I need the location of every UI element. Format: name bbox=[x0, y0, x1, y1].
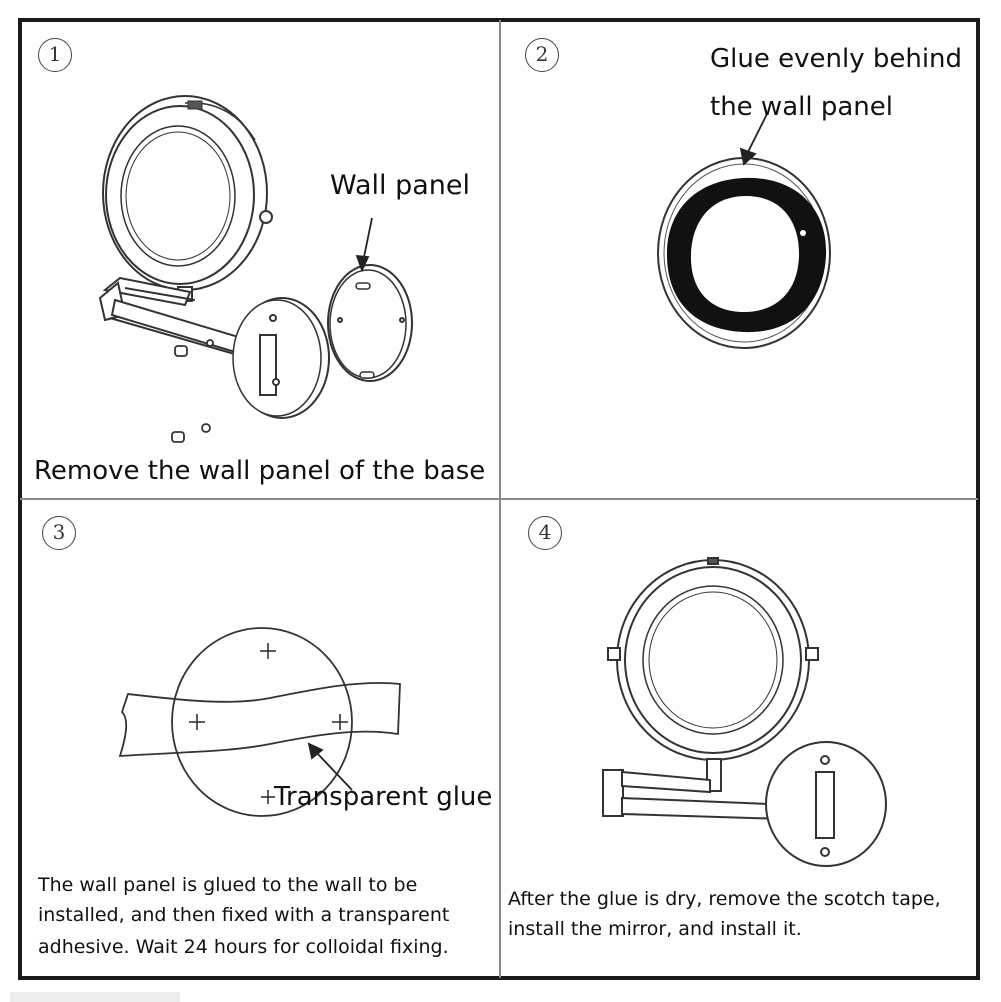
step-2-label-line2: the wall panel bbox=[710, 92, 893, 122]
screws bbox=[171, 339, 214, 443]
glue-ring-panel bbox=[657, 157, 831, 349]
step-4-caption-line1: After the glue is dry, remove the scotch… bbox=[508, 888, 941, 910]
step-3-caption-line2: installed, and then fixed with a transpa… bbox=[38, 904, 450, 926]
horizontal-divider bbox=[20, 498, 978, 500]
wall-base bbox=[232, 297, 330, 419]
step-3-caption-line3: adhesive. Wait 24 hours for colloidal fi… bbox=[38, 936, 449, 958]
wall-panel-disc bbox=[327, 264, 413, 382]
wall-panel-pointer bbox=[355, 217, 373, 273]
cropped-footer-fragment bbox=[10, 992, 180, 1002]
step-4-number: 4 bbox=[528, 516, 562, 550]
step-3-caption-line1: The wall panel is glued to the wall to b… bbox=[38, 874, 418, 896]
step-4-caption-line2: install the mirror, and install it. bbox=[508, 918, 802, 940]
glue-pointer bbox=[739, 111, 769, 166]
step-1-illustration bbox=[98, 95, 413, 443]
step-3-illustration bbox=[118, 627, 401, 817]
mirror-head bbox=[102, 95, 273, 302]
step-1-number: 1 bbox=[38, 38, 72, 72]
step-2-number: 2 bbox=[525, 38, 559, 72]
wall-panel-label: Wall panel bbox=[330, 170, 471, 201]
transparent-glue-pointer bbox=[307, 742, 353, 791]
scotch-tape bbox=[118, 682, 401, 757]
installed-mirror-head bbox=[607, 557, 819, 792]
step-2-illustration bbox=[657, 111, 831, 349]
screw-marks bbox=[189, 643, 348, 804]
step-3-number: 3 bbox=[42, 516, 76, 550]
installed-wall-base bbox=[765, 741, 887, 867]
step-1-caption: Remove the wall panel of the base bbox=[34, 456, 486, 486]
wall-panel-with-tape bbox=[118, 627, 401, 817]
transparent-glue-label: Transparent glue bbox=[274, 782, 493, 812]
step-2-label-line1: Glue evenly behind bbox=[710, 44, 963, 74]
